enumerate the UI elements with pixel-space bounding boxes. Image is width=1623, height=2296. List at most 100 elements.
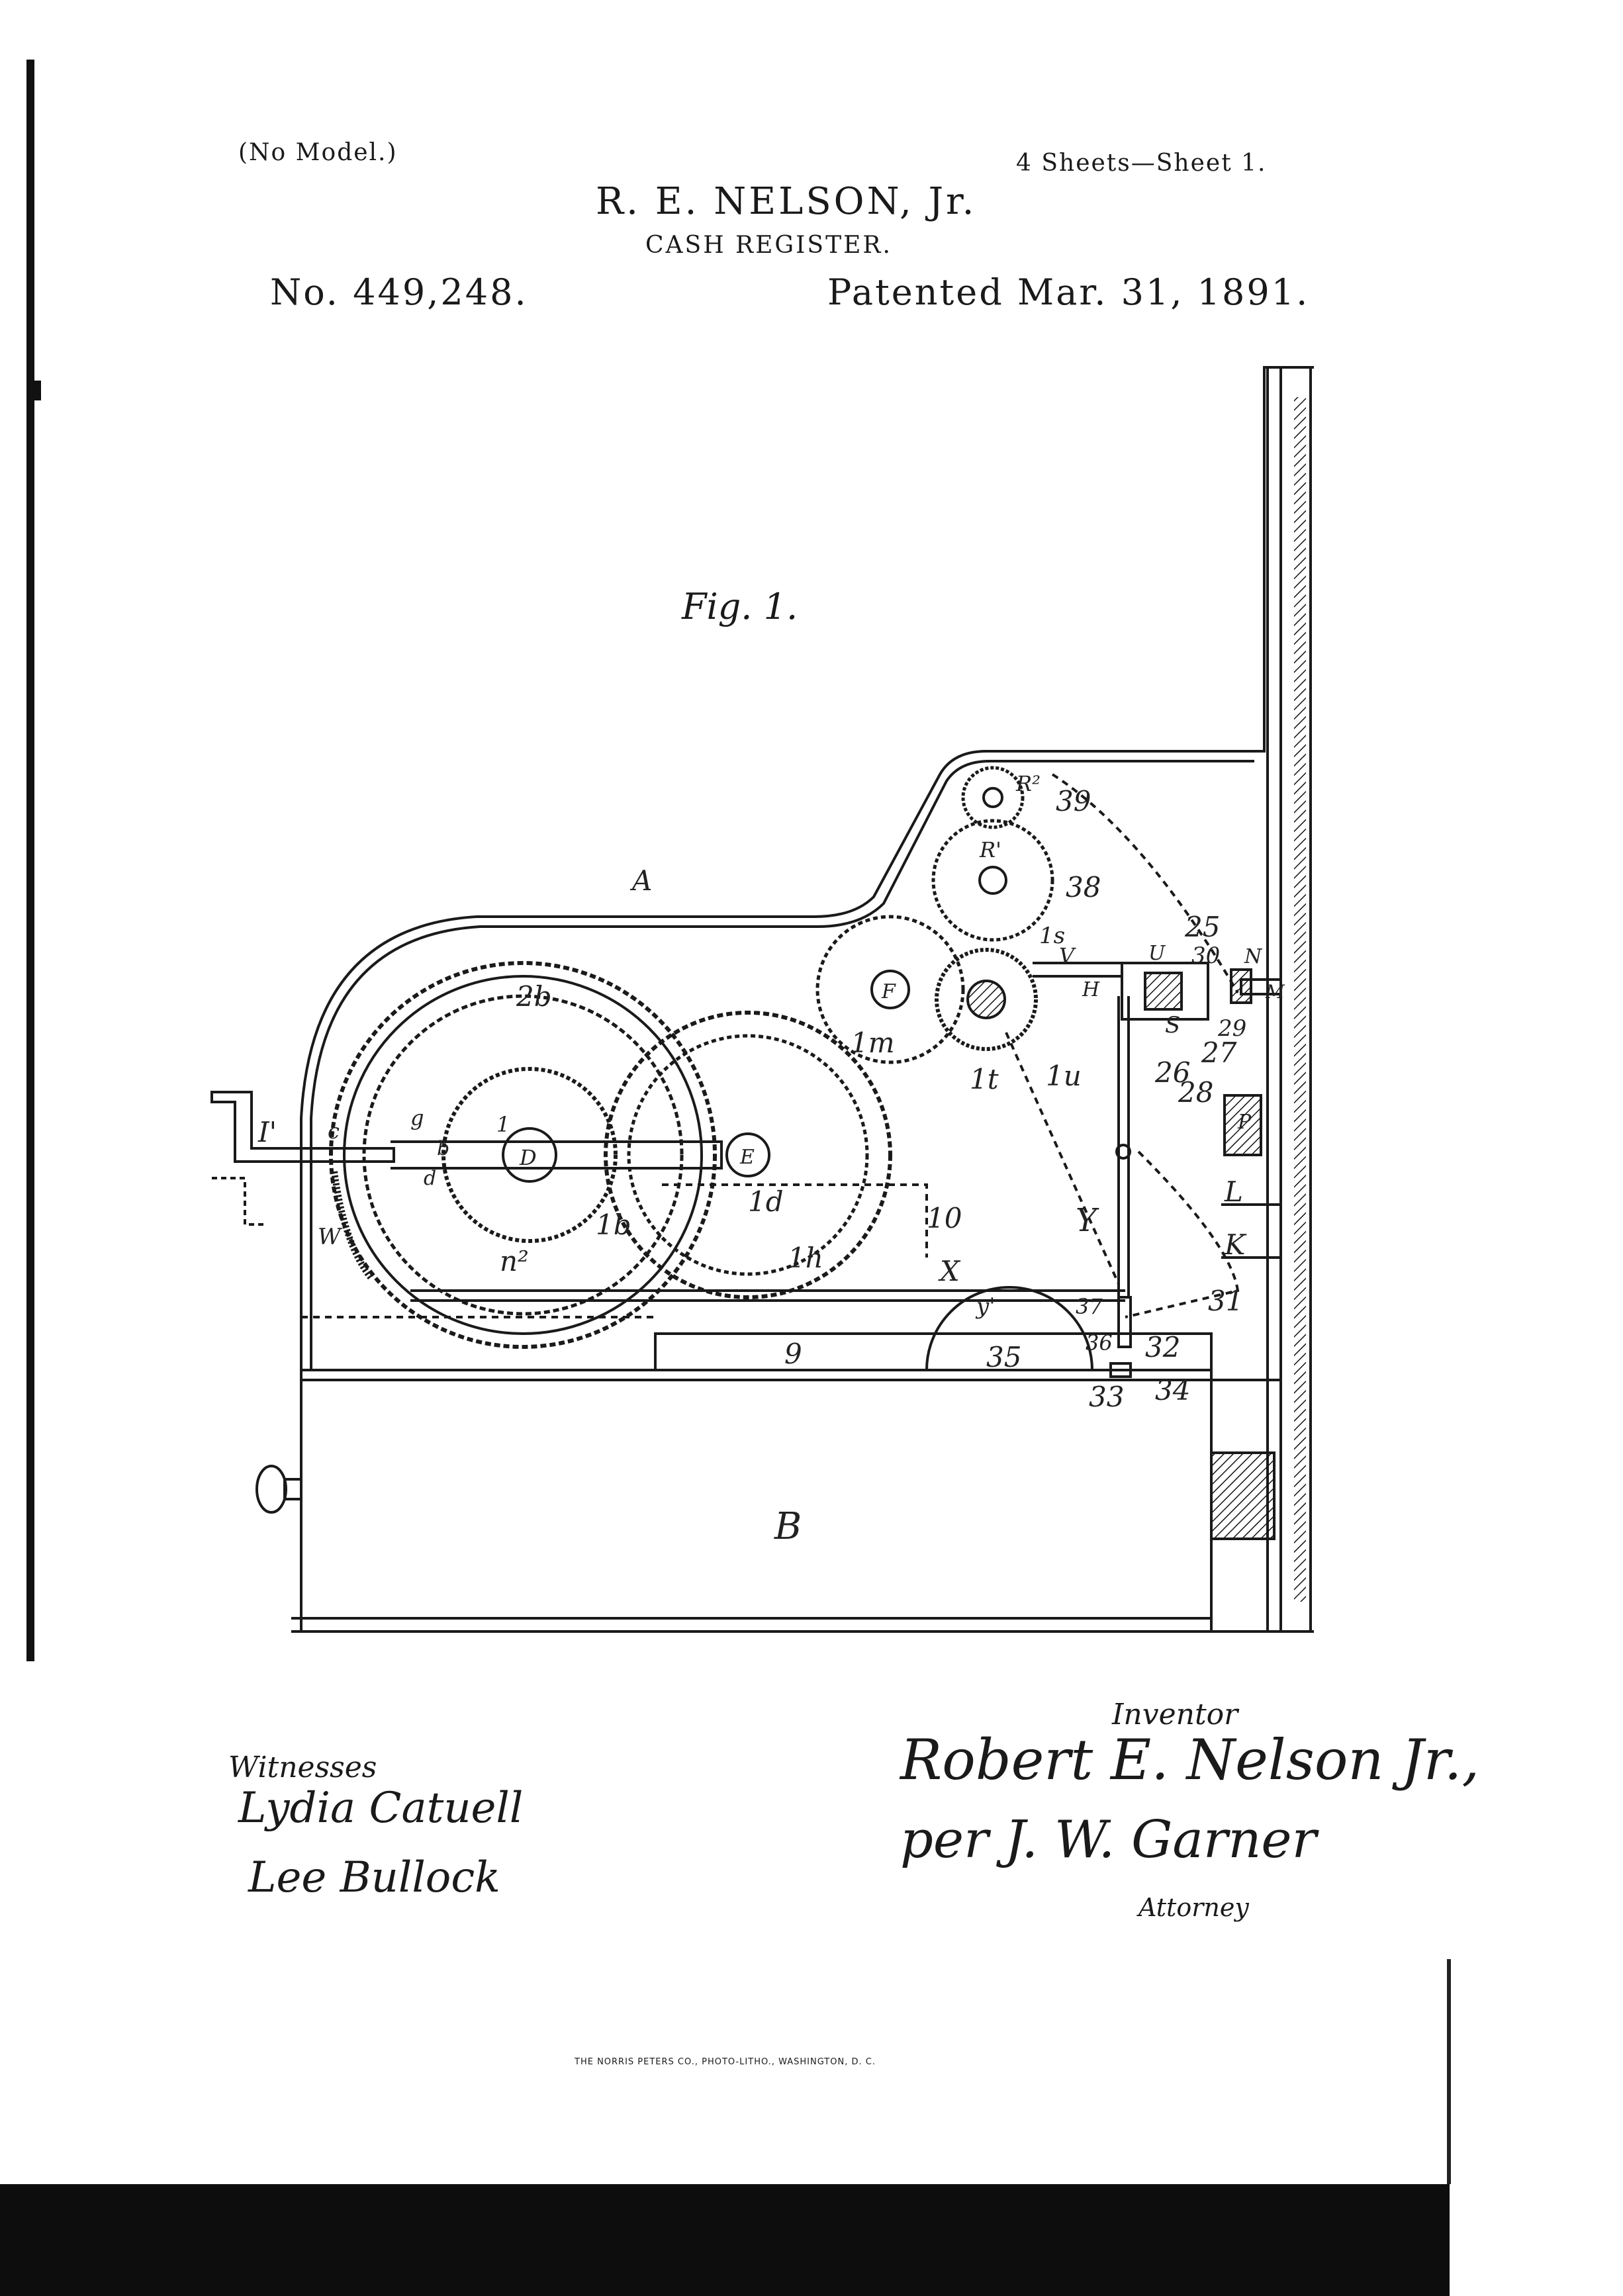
label-g: g [410,1105,424,1130]
sheet-count: 4 Sheets—Sheet 1. [1016,150,1267,177]
patent-number: No. 449,248. [270,271,528,313]
gear-2b-inner [343,975,703,1335]
box-P [1223,1094,1262,1156]
witness-2: Lee Bullock [248,1853,500,1902]
crank-handle-dashed [212,1177,265,1226]
label-28: 28 [1178,1076,1213,1109]
guide-dashed-4 [301,1183,928,1318]
label-y1: y' [975,1293,996,1320]
label-E: E [739,1146,755,1169]
label-b: b [437,1137,449,1160]
label-31: 31 [1208,1285,1243,1317]
latch-32 [1117,1296,1132,1348]
label-32: 32 [1145,1331,1180,1363]
label-X: X [938,1255,961,1287]
gear-outer-ring [362,994,684,1316]
hub-E [725,1132,770,1177]
gear-1h [604,1011,892,1299]
gear-1m [815,915,965,1064]
inventor-signature: Robert E. Nelson Jr., [900,1727,1480,1792]
ratchet-wheel [441,1067,618,1243]
scan-right-edge [1447,1959,1451,2184]
segment-35 [925,1286,1093,1371]
label-38: 38 [1066,871,1101,903]
label-I1: I' [257,1116,277,1148]
label-25: 25 [1184,911,1220,943]
label-27: 27 [1201,1036,1237,1069]
label-R2: R² [1015,771,1041,796]
label-c: c [328,1119,340,1144]
scan-left-notch [29,381,41,400]
witnesses-heading: Witnesses [228,1751,377,1784]
label-1: 1 [496,1112,510,1137]
label-Y: Y [1076,1202,1099,1239]
bevel-hub [966,980,1006,1019]
label-37: 37 [1076,1294,1103,1319]
label-1u: 1u [1046,1060,1082,1092]
bevel-gear-1t [935,948,1038,1051]
label-S: S [1165,1012,1180,1038]
mechanism-U [1121,962,1209,1021]
main-shaft [391,1140,723,1170]
patent-title: CASH REGISTER. [645,232,892,259]
label-35: 35 [986,1341,1021,1373]
base-bar-9 [654,1332,1213,1371]
witness-1: Lydia Catuell [238,1784,524,1833]
label-F: F [881,980,896,1003]
pivot-Y [1115,1144,1131,1160]
label-36: 36 [1086,1330,1113,1355]
label-B: B [774,1505,802,1548]
drawer-outline [300,1369,1213,1633]
label-1h: 1h [788,1242,823,1274]
label-26: 26 [1154,1056,1190,1089]
label-U: U [1148,942,1166,965]
model-note: (No Model.) [238,139,398,166]
gear-R1 [931,819,1054,942]
spring-S [1144,972,1183,1011]
figure-label: Fig. 1. [682,586,798,627]
cabinet-outline [300,366,1314,1370]
label-10: 10 [927,1202,962,1234]
label-1d: 1d [748,1185,784,1218]
drawer-knob-stem [283,1478,302,1500]
label-P: P [1237,1111,1252,1134]
label-9: 9 [784,1338,802,1370]
label-M: M [1265,981,1285,1003]
hub-R2 [982,787,1003,808]
guide-dashed-2 [1005,1032,1120,1285]
label-W: W [318,1224,343,1250]
rack-W [331,1171,373,1280]
inventor-name-header: R. E. NELSON, Jr. [596,180,977,223]
gear-2b [329,961,717,1349]
label-A: A [629,864,652,897]
drawer-knob [255,1465,287,1514]
label-D: D [519,1145,537,1170]
label-1t: 1t [970,1063,999,1095]
label-29: 29 [1217,1015,1246,1042]
label-d: d [424,1167,436,1190]
label-1m: 1m [851,1027,895,1059]
label-2b: 2b [516,980,552,1013]
label-H: H [1082,978,1100,1001]
drawer-block [1210,1451,1275,1540]
back-post-hatch [1294,397,1306,1602]
guide-dashed-1 [1051,773,1239,994]
label-34: 34 [1155,1374,1190,1406]
guide-dashed-3 [1125,1150,1240,1318]
inventor-heading: Inventor [1112,1698,1238,1731]
label-33: 33 [1089,1381,1124,1413]
hub-F [870,970,910,1009]
label-30: 30 [1191,942,1220,969]
scan-left-border [26,60,34,1661]
label-R1: R' [979,837,1001,862]
label-K: K [1224,1228,1247,1261]
gear-R2 [961,766,1025,829]
scan-bottom-band [0,2184,1450,2296]
printer-imprint: THE NORRIS PETERS CO., PHOTO-LITHO., WAS… [575,2057,876,2067]
cabinet-inner-outline [310,760,1254,1370]
crank-handle [210,1091,395,1163]
label-1s: 1s [1039,923,1065,949]
label-1b: 1b [596,1209,631,1241]
latch-33 [1109,1362,1132,1378]
